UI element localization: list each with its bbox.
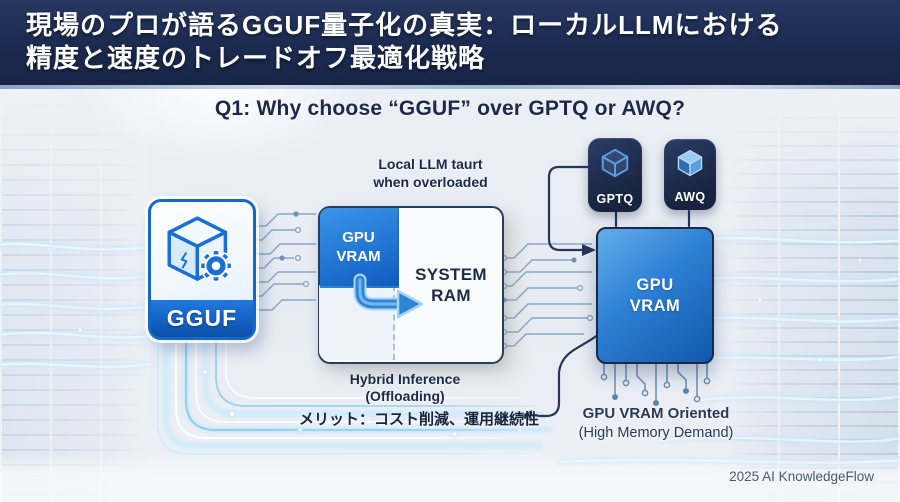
page-title-line2: 精度と速度のトレードオフ最適化戦略 <box>26 42 486 73</box>
vram-oriented-note: GPU VRAM Oriented (High Memory Demand) <box>556 404 756 443</box>
gptq-tile: GPTQ <box>588 138 642 212</box>
overload-note: Local LLM taurt when overloaded <box>338 155 523 191</box>
cube-gear-icon <box>151 202 253 300</box>
gptq-connector-arrow <box>547 165 590 252</box>
question-title: Q1: Why choose “GGUF” over GPTQ or AWQ? <box>214 97 686 120</box>
gpu-vram-box-line2: VRAM <box>629 296 681 315</box>
circuit-traces-left <box>250 211 316 314</box>
hybrid-memory-box: GPU VRAM SYSTEM RAM <box>318 206 504 364</box>
gguf-badge: GGUF <box>148 199 256 340</box>
vram-oriented-line1: GPU VRAM Oriented <box>582 405 730 422</box>
awq-label: AWQ <box>674 190 706 204</box>
system-ram-line1: SYSTEM <box>415 265 487 284</box>
merit-note: メリット：コスト削減、運用継続性 <box>299 411 540 428</box>
gptq-label: GPTQ <box>596 192 634 206</box>
overload-note-line1: Local LLM taurt <box>378 156 483 172</box>
page-title-line1: 現場のプロが語るGGUF量子化の真実：ローカルLLMにおける <box>26 10 783 40</box>
gpu-vram-box: GPU VRAM <box>596 227 714 364</box>
merit-connector-arrow <box>530 332 601 418</box>
ceiling-light-glow <box>80 85 360 165</box>
hybrid-inference-note: Hybrid Inference (Offloading) <box>315 371 495 405</box>
hybrid-inference-line2: (Offloading) <box>365 388 445 404</box>
arrowhead-into-vram <box>582 244 596 256</box>
server-rack-right <box>718 89 900 502</box>
gguf-label: GGUF <box>166 305 238 331</box>
page-title: 現場のプロが語るGGUF量子化の真実：ローカルLLMにおける 精度と速度のトレー… <box>0 0 900 74</box>
gpu-vram-box-line1: GPU <box>636 275 674 294</box>
gguf-name-band: GGUF <box>151 300 253 337</box>
gpu-vram-block-line1: GPU <box>342 229 375 246</box>
system-ram-label: SYSTEM RAM <box>402 208 500 362</box>
system-ram-line2: RAM <box>431 286 471 305</box>
overload-note-line2: when overloaded <box>373 174 488 190</box>
cube-solid-icon <box>677 149 703 177</box>
awq-tile: AWQ <box>664 139 716 210</box>
footer-credit: 2025 AI KnowledgeFlow <box>729 469 874 484</box>
header-divider <box>0 85 900 89</box>
arrowhead-into-merit <box>520 410 532 422</box>
hybrid-inference-line1: Hybrid Inference <box>349 371 461 387</box>
circuit-traces-right <box>500 243 594 350</box>
connectors <box>530 165 691 418</box>
header-banner: 現場のプロが語るGGUF量子化の真実：ローカルLLMにおける 精度と速度のトレー… <box>0 0 900 85</box>
vram-oriented-line2: (High Memory Demand) <box>578 425 734 441</box>
vram-pins <box>600 361 711 406</box>
curved-arrow-icon <box>353 273 424 319</box>
gpu-vram-block-line2: VRAM <box>336 248 381 265</box>
cube-outline-icon <box>601 148 629 178</box>
